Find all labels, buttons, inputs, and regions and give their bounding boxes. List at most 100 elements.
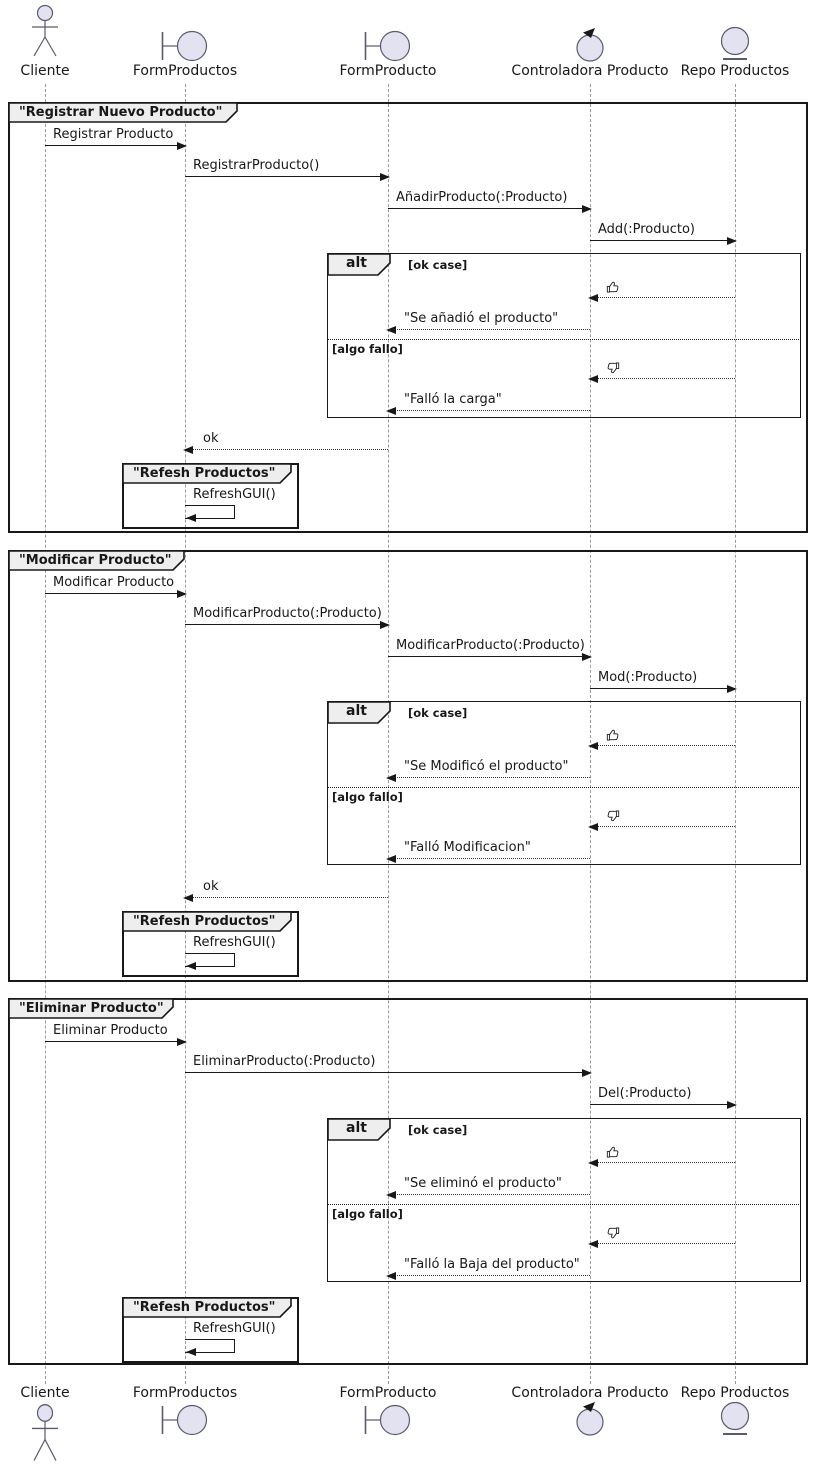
self-message-arrowhead	[186, 514, 196, 522]
alt-operator: alt	[346, 255, 367, 271]
return-arrow	[386, 855, 590, 864]
alt-divider	[327, 339, 801, 340]
message-arrow	[45, 1038, 187, 1047]
return-label: "Falló la Baja del producto"	[404, 1257, 580, 1272]
alt-guard: [ok case]	[408, 706, 468, 720]
refresh-title: "Refesh Productos"	[133, 465, 276, 481]
refresh-title: "Refesh Productos"	[133, 1299, 276, 1315]
lifeline-formproducto	[388, 84, 389, 1384]
group-frame-modificar	[8, 550, 808, 982]
return-arrow	[588, 742, 735, 751]
alt-divider	[327, 787, 801, 788]
alt-guard: [algo fallo]	[332, 1207, 403, 1221]
alt-guard: [ok case]	[408, 1123, 468, 1137]
message-arrow	[388, 205, 592, 214]
participant-label: Repo Productos	[680, 63, 790, 79]
entity-icon	[720, 26, 750, 66]
message-arrow	[590, 685, 737, 694]
actor-icon	[27, 4, 63, 64]
message-label: RegistrarProducto()	[193, 158, 320, 173]
group-title: "Modificar Producto"	[19, 552, 172, 568]
self-message-label: RefreshGUI()	[193, 935, 276, 950]
boundary-icon	[364, 30, 412, 66]
participant-label: FormProductos	[132, 1385, 238, 1401]
thumbs-up-icon	[606, 727, 620, 746]
return-label: "Falló la carga"	[404, 392, 502, 407]
self-message-label: RefreshGUI()	[193, 487, 276, 502]
return-arrow	[588, 375, 735, 384]
self-message-label: RefreshGUI()	[193, 1321, 276, 1336]
participant-label: Controladora Producto	[511, 63, 669, 79]
thumbs-up-icon	[606, 279, 620, 298]
refresh-title: "Refesh Productos"	[133, 913, 276, 929]
boundary-icon	[161, 1404, 209, 1440]
return-arrow	[183, 446, 388, 455]
actor-icon	[27, 1403, 63, 1467]
boundary-icon	[161, 30, 209, 66]
message-label: Eliminar Producto	[53, 1023, 168, 1038]
self-message-loop	[185, 505, 235, 519]
participant-label: Cliente	[20, 63, 70, 79]
alt-divider	[327, 1204, 801, 1205]
lifeline-formproductos	[185, 84, 186, 1384]
return-label: "Se eliminó el producto"	[404, 1176, 562, 1191]
message-label: AñadirProducto(:Producto)	[396, 190, 568, 205]
lifeline-controladora-producto	[590, 84, 591, 1384]
alt-frame	[327, 1118, 801, 1282]
alt-guard: [algo fallo]	[332, 342, 403, 356]
group-frame-eliminar	[8, 998, 808, 1365]
alt-guard: [ok case]	[408, 258, 468, 272]
return-label: "Se Modificó el producto"	[404, 759, 569, 774]
group-title: "Eliminar Producto"	[19, 1000, 164, 1016]
participant-label: Controladora Producto	[511, 1385, 669, 1401]
message-label: Mod(:Producto)	[598, 670, 698, 685]
participant-label: FormProducto	[339, 63, 437, 79]
alt-operator: alt	[346, 1120, 367, 1136]
message-label: Modificar Producto	[53, 575, 175, 590]
return-arrow	[183, 894, 388, 903]
return-arrow	[386, 1191, 590, 1200]
participant-label: FormProductos	[132, 63, 238, 79]
entity-icon	[720, 1401, 750, 1441]
group-title: "Registrar Nuevo Producto"	[19, 104, 223, 120]
control-icon	[575, 28, 605, 66]
participant-label: FormProducto	[339, 1385, 437, 1401]
message-arrow	[185, 621, 390, 630]
thumbs-up-icon	[606, 1144, 620, 1163]
message-label: EliminarProducto(:Producto)	[193, 1054, 376, 1069]
thumbs-down-icon	[606, 808, 620, 827]
self-message-loop	[185, 953, 235, 967]
return-label: ok	[203, 879, 219, 894]
message-arrow	[185, 173, 390, 182]
participant-label: Repo Productos	[680, 1385, 790, 1401]
lifeline-repo-productos	[735, 84, 736, 1384]
alt-operator-tab: alt	[327, 253, 391, 276]
return-arrow	[588, 823, 735, 832]
return-label: "Se añadió el producto"	[404, 311, 559, 326]
return-arrow	[386, 326, 590, 335]
alt-operator-tab: alt	[327, 1118, 391, 1141]
lifeline-cliente	[45, 84, 46, 1384]
return-arrow	[386, 407, 590, 416]
return-arrow	[588, 1240, 735, 1249]
thumbs-down-icon	[606, 360, 620, 379]
message-arrow	[45, 590, 187, 599]
control-icon	[575, 1402, 605, 1440]
message-label: ModificarProducto(:Producto)	[193, 606, 382, 621]
message-arrow	[590, 237, 737, 246]
message-label: Registrar Producto	[53, 127, 174, 142]
self-message-loop	[185, 1339, 235, 1353]
message-arrow	[45, 142, 187, 151]
refresh-tab: "Refesh Productos"	[122, 463, 292, 484]
group-tab-eliminar: "Eliminar Producto"	[8, 998, 174, 1019]
return-arrow	[386, 774, 590, 783]
participant-label: Cliente	[20, 1385, 70, 1401]
boundary-icon	[364, 1404, 412, 1440]
group-tab-registrar: "Registrar Nuevo Producto"	[8, 102, 238, 123]
refresh-tab: "Refesh Productos"	[122, 1297, 292, 1318]
message-label: Del(:Producto)	[598, 1086, 692, 1101]
message-arrow	[388, 653, 592, 662]
alt-operator-tab: alt	[327, 701, 391, 724]
return-arrow	[588, 294, 735, 303]
